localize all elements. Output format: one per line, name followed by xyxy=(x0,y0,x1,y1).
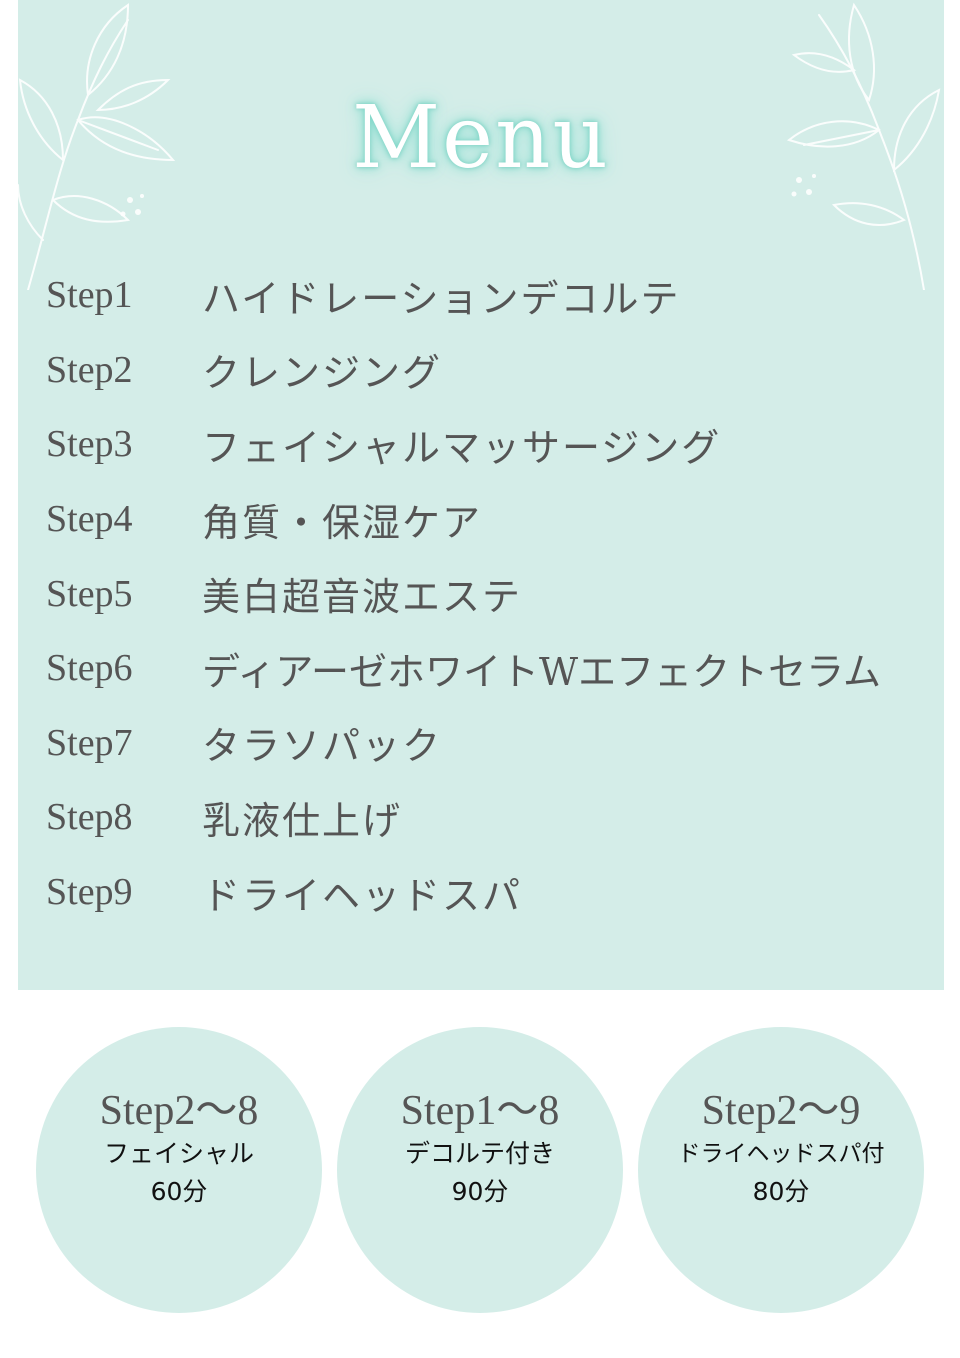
step-name: ディアーゼホワイトWエフェクトセラム xyxy=(202,649,881,694)
step-name: ドライヘッドスパ xyxy=(202,873,523,918)
course-range: Step2〜9 xyxy=(701,1088,861,1134)
list-item: Step9 ドライヘッドスパ xyxy=(46,855,944,930)
list-item: Step4 角質・保湿ケア xyxy=(46,482,944,557)
step-name: 美白超音波エステ xyxy=(202,575,523,620)
step-number: Step1 xyxy=(46,274,133,317)
step-number: Step6 xyxy=(46,647,133,690)
course-range: Step2〜8 xyxy=(99,1088,259,1134)
step-number: Step5 xyxy=(46,572,133,615)
list-item: Step6 ディアーゼホワイトWエフェクトセラム xyxy=(46,631,944,706)
course-facial: Step2〜8 フェイシャル 60分 xyxy=(36,1027,322,1313)
course-duration: 80分 xyxy=(752,1177,810,1206)
step-number: Step7 xyxy=(46,721,133,764)
course-duration: 60分 xyxy=(150,1177,208,1206)
list-item: Step1 ハイドレーションデコルテ xyxy=(46,258,944,333)
step-name: タラソパック xyxy=(202,724,443,769)
step-name: フェイシャルマッサージング xyxy=(202,425,722,470)
course-range: Step1〜8 xyxy=(400,1088,560,1134)
list-item: Step2 クレンジング xyxy=(46,333,944,408)
course-name: ドライヘッドスパ付 xyxy=(677,1141,885,1167)
step-number: Step3 xyxy=(46,423,133,466)
course-headspa: Step2〜9 ドライヘッドスパ付 80分 xyxy=(638,1027,924,1313)
course-duration: 90分 xyxy=(451,1177,509,1206)
step-name: クレンジング xyxy=(202,351,443,396)
list-item: Step8 乳液仕上げ xyxy=(46,780,944,855)
list-item: Step5 美白超音波エステ xyxy=(46,556,944,631)
step-number: Step9 xyxy=(46,871,133,914)
course-decollete: Step1〜8 デコルテ付き 90分 xyxy=(337,1027,623,1313)
step-name: ハイドレーションデコルテ xyxy=(202,276,681,321)
step-number: Step2 xyxy=(46,348,133,391)
page-title: Menu xyxy=(352,88,610,188)
step-name: 乳液仕上げ xyxy=(202,798,403,843)
course-name: デコルテ付き xyxy=(404,1139,555,1168)
menu-panel: Menu Step1 ハイドレーションデコルテ Step2 クレンジング Ste… xyxy=(18,0,944,990)
course-name: フェイシャル xyxy=(103,1139,254,1168)
step-number: Step4 xyxy=(46,498,133,541)
leaf-decoration-left xyxy=(18,3,176,290)
step-name: 角質・保湿ケア xyxy=(202,500,483,545)
step-number: Step8 xyxy=(46,796,133,839)
step-list: Step1 ハイドレーションデコルテ Step2 クレンジング Step3 フェ… xyxy=(46,258,944,929)
list-item: Step7 タラソパック xyxy=(46,706,944,781)
list-item: Step3 フェイシャルマッサージング xyxy=(46,407,944,482)
leaf-decoration-right xyxy=(786,2,941,290)
